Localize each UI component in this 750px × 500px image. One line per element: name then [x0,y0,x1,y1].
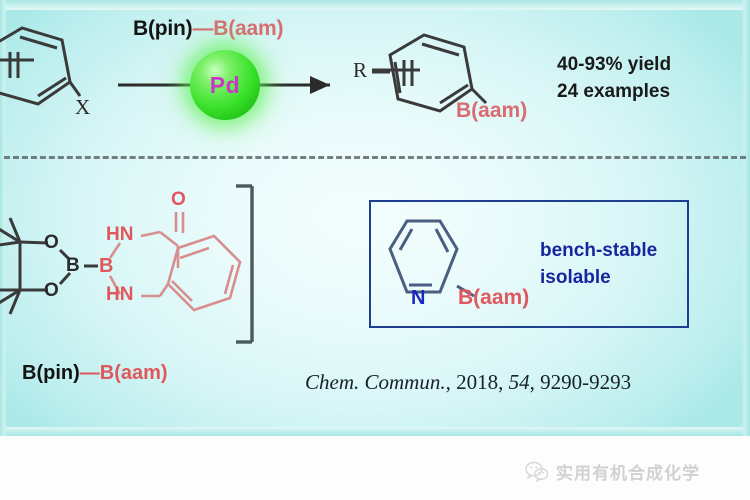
palladium-catalyst-sphere: Pd [190,50,260,120]
substrate-substituent-hash [0,52,34,78]
pinacol-oxygen-bottom-label: O [44,280,59,301]
substrate-leaving-group-label: X [75,95,91,119]
product-r-label: R [353,58,368,82]
product-boron-label: B(aam) [456,99,528,122]
panel-top-edge [0,0,750,10]
caption-baam: B(aam) [99,362,168,384]
pinacol-boron-label: B [66,255,80,276]
caption-bpin: B(pin) [22,362,80,384]
product-c-b-bond [470,87,488,105]
journal-citation: Chem. Commun., 2018, 54, 9290-9293 [305,372,631,393]
citation-journal: Chem. Commun. [305,370,446,394]
reagent-bpin: B(pin) [133,17,193,40]
yield-text: 40-93% yield [557,54,672,75]
caption-dash: — [79,362,100,384]
aam-diazaborole-ring [108,230,161,298]
panel-bottom-edge [0,427,750,436]
aam-hn-top-label: HN [106,224,134,245]
aam-boron-label: B [99,255,114,277]
reagent-label: B(pin)—B(aam) [133,18,283,39]
section-divider [4,156,746,159]
amide-oxygen-label: O [171,189,186,210]
watermark: 实用有机合成化学 [525,459,700,484]
reagent-structure-caption: B(pin)—B(aam) [22,363,168,383]
reagent-structure-drawing [0,184,254,344]
citation-pages: , 9290-9293 [529,370,632,394]
pyridine-structure-drawing [388,219,475,298]
examples-text: 24 examples [557,81,671,102]
pyridine-c-b-bond [456,284,475,298]
product-substituent-hash [372,60,420,86]
pyridine-boron-label: B(aam) [458,286,530,309]
property-isolable: isolable [540,267,611,288]
highlight-box [369,200,689,328]
aam-hn-bottom-label: HN [106,284,134,305]
citation-volume: 54 [508,370,530,394]
pyridine-nitrogen-label: N [411,287,426,309]
property-bench-stable: bench-stable [540,240,658,261]
substrate-c-x-bond [68,81,82,97]
reagent-dash: — [192,17,214,40]
figure-panel: B(pin)—B(aam) Pd X R B(aam) 40-93% yield… [0,0,750,436]
wechat-icon [525,461,549,482]
citation-year: , 2018, [445,370,509,394]
reagent-baam: B(aam) [213,17,284,40]
pyridine-ring [388,219,459,294]
pinacol-oxygen-top-label: O [44,232,59,253]
reaction-scheme-drawing [0,26,488,113]
structure-bracket [236,184,254,344]
aam-benzene-ring [158,234,242,312]
panel-right-edge [741,0,750,436]
pinacol-ring [0,217,72,315]
palladium-catalyst-label: Pd [209,71,241,98]
panel-left-edge [0,0,7,436]
watermark-text: 实用有机合成化学 [556,464,700,484]
